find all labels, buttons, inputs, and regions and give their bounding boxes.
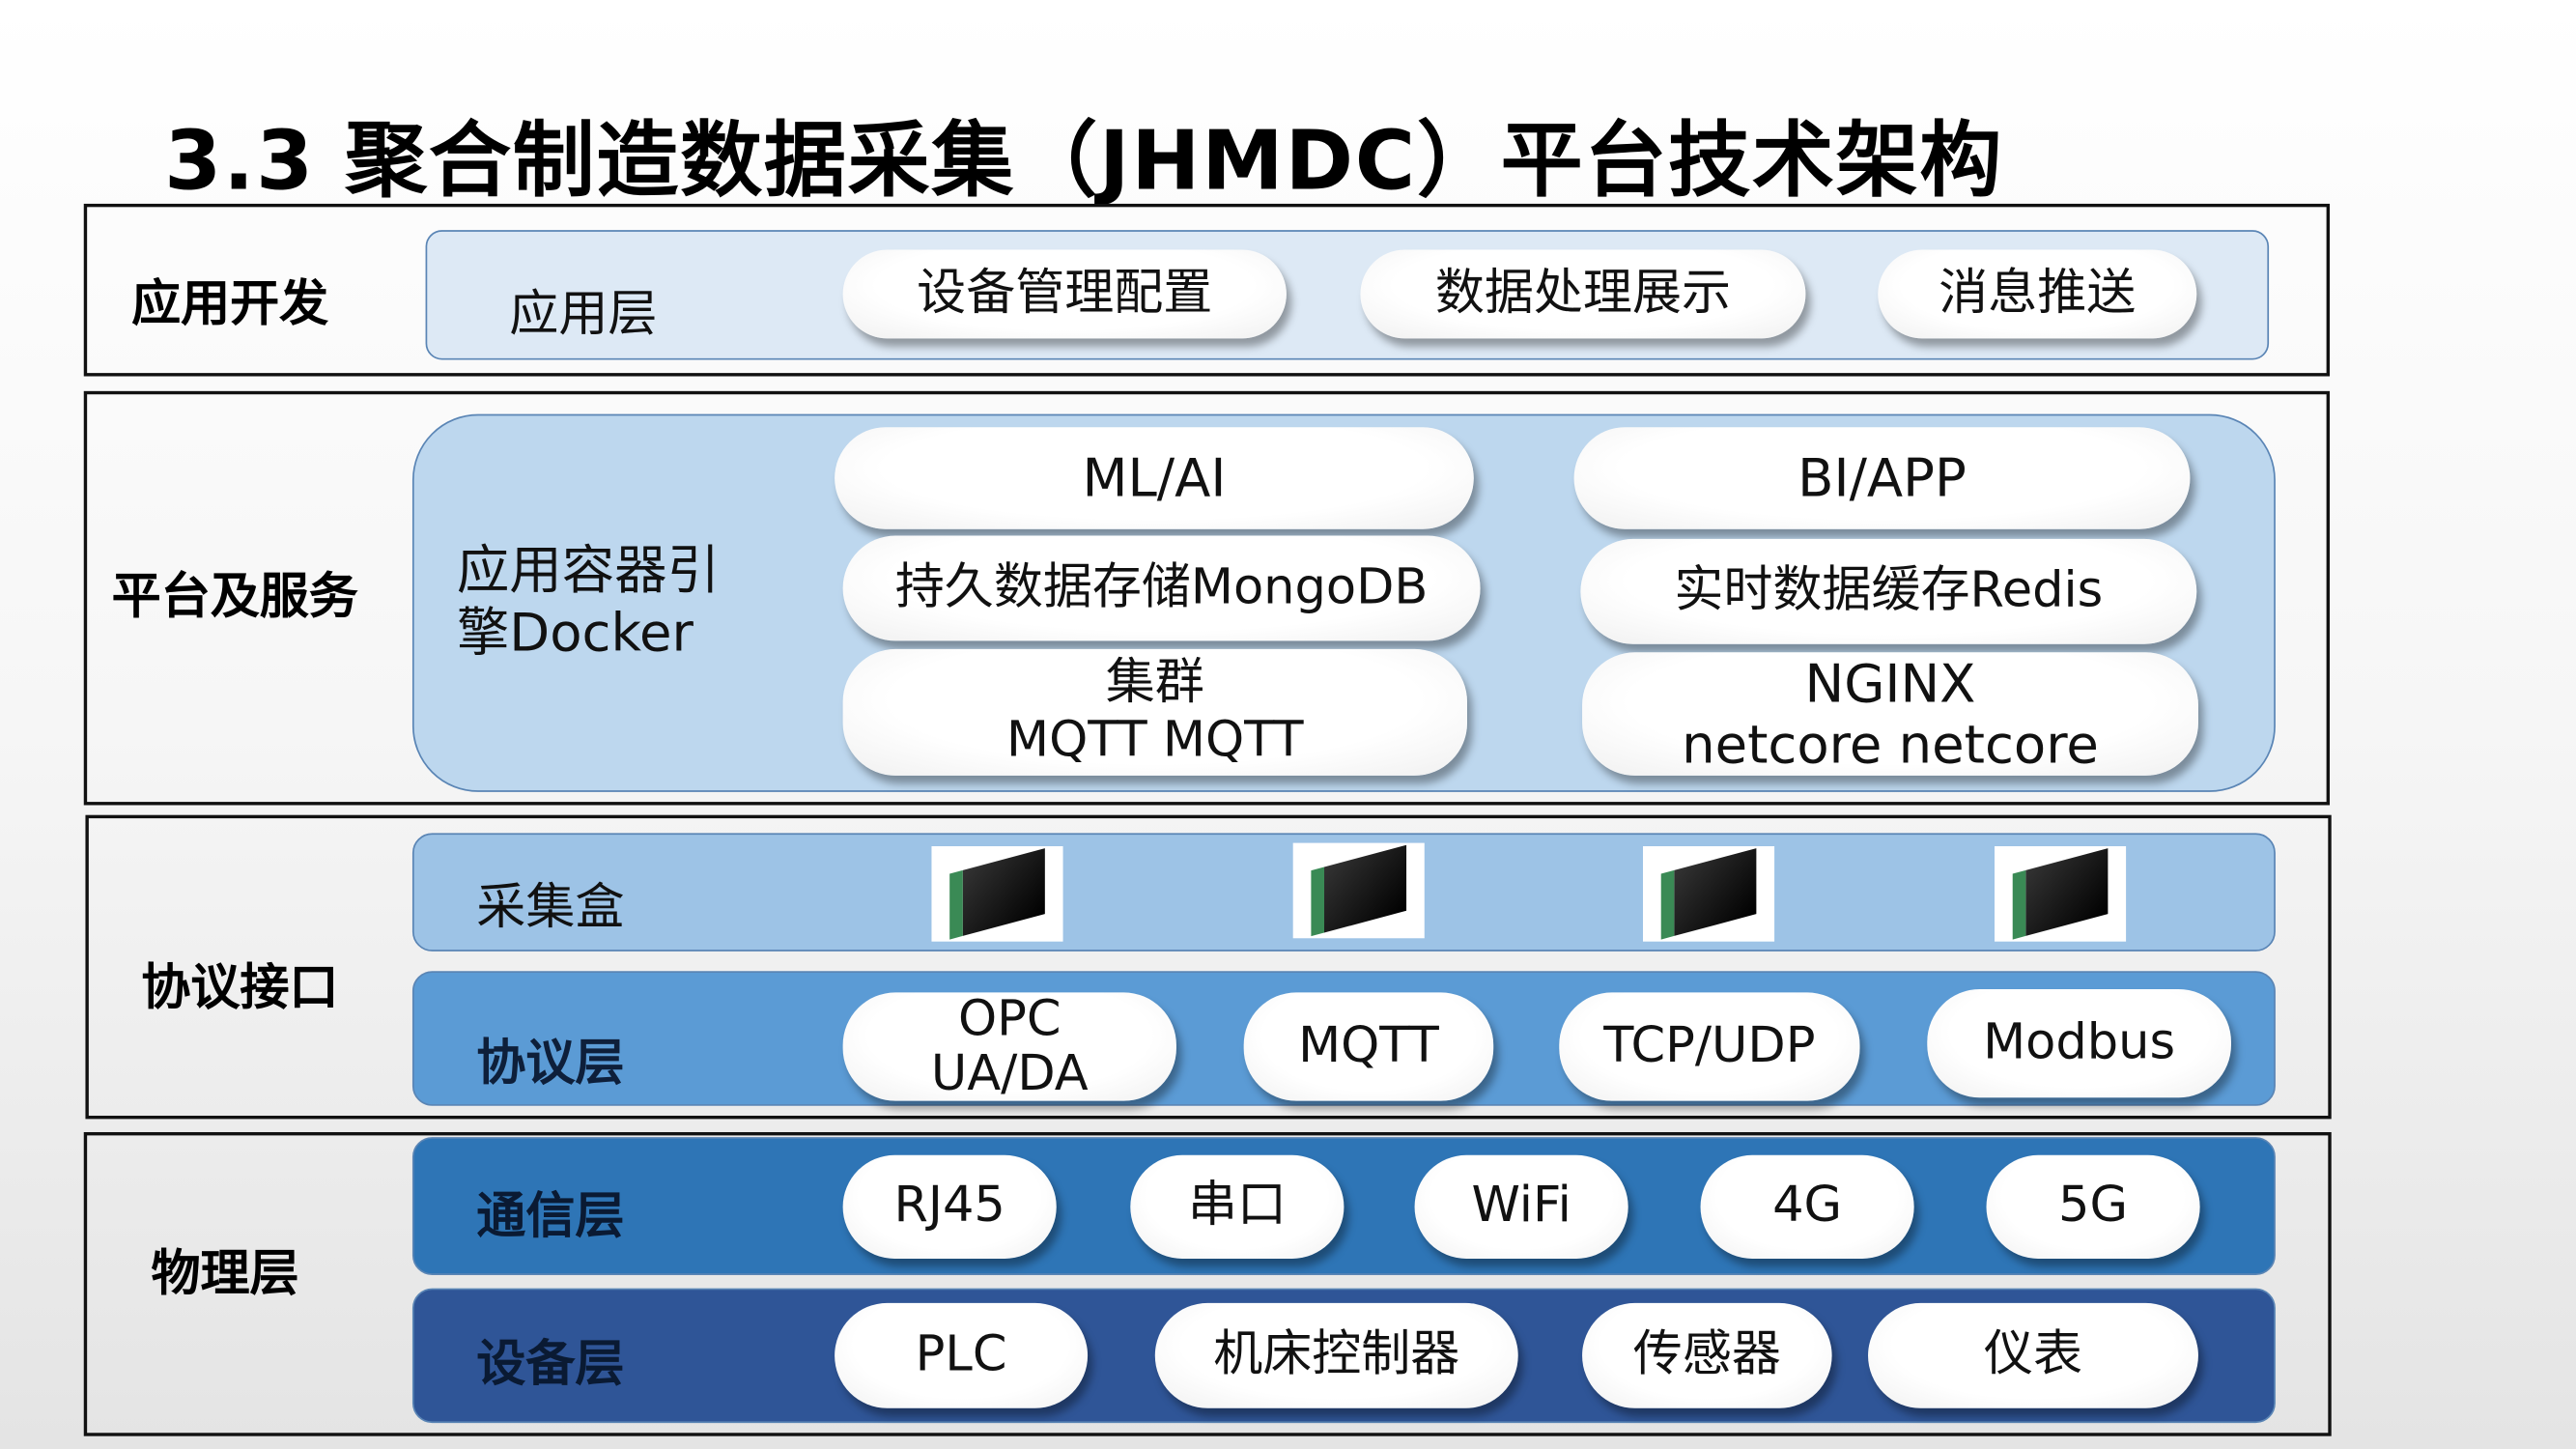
protocol-label: 协议接口	[141, 959, 339, 1017]
comm-item: 串口	[1130, 1154, 1345, 1259]
container-engine-label: 应用容器引 擎Docker	[456, 538, 721, 665]
platform-item: 实时数据缓存Redis	[1580, 538, 2197, 644]
app-layer-label: 应用层	[509, 285, 658, 344]
platform-item: 集群 MQTT MQTT	[842, 648, 1467, 776]
app-item: 消息推送	[1878, 249, 2197, 339]
app-dev-label: 应用开发	[131, 275, 329, 334]
platform-item: BI/APP	[1573, 427, 2191, 529]
collector-box-image	[1643, 846, 1775, 942]
protocol-section	[85, 814, 2332, 1120]
device-item: 传感器	[1582, 1302, 1832, 1408]
device-item: 机床控制器	[1154, 1302, 1518, 1408]
platform-section	[83, 390, 2331, 806]
app-dev-section	[83, 203, 2331, 377]
device-item: 仪表	[1868, 1302, 2198, 1408]
platform-item: NGINX netcore netcore	[1582, 652, 2198, 776]
protocol-layer-label: 协议层	[476, 1035, 625, 1094]
platform-item: 持久数据存储MongoDB	[842, 535, 1481, 641]
device-item: PLC	[835, 1302, 1089, 1408]
page-title: 3.3 聚合制造数据采集（JHMDC）平台技术架构	[164, 113, 2004, 210]
platform-item: ML/AI	[835, 427, 1474, 529]
comm-layer-label: 通信层	[476, 1187, 625, 1246]
platform-label: 平台及服务	[111, 568, 358, 627]
comm-layer-row	[411, 1137, 2276, 1275]
protocol-item: Modbus	[1927, 989, 2231, 1098]
device-layer-label: 设备层	[476, 1335, 625, 1394]
app-item: 数据处理展示	[1360, 249, 1806, 339]
app-item: 设备管理配置	[842, 249, 1287, 339]
comm-item: RJ45	[842, 1154, 1057, 1259]
comm-item: 4G	[1700, 1154, 1914, 1259]
collector-box-label: 采集盒	[476, 879, 625, 937]
physical-section	[83, 1131, 2332, 1436]
collector-box-image	[1995, 846, 2127, 942]
protocol-item: MQTT	[1243, 992, 1494, 1101]
collector-box-image	[1292, 842, 1425, 939]
physical-label: 物理层	[151, 1245, 299, 1303]
protocol-item: TCP/UDP	[1559, 992, 1860, 1101]
protocol-item: OPC UA/DA	[842, 992, 1176, 1101]
collector-box-image	[931, 846, 1063, 942]
comm-item: WiFi	[1414, 1154, 1628, 1259]
comm-item: 5G	[1986, 1154, 2200, 1259]
